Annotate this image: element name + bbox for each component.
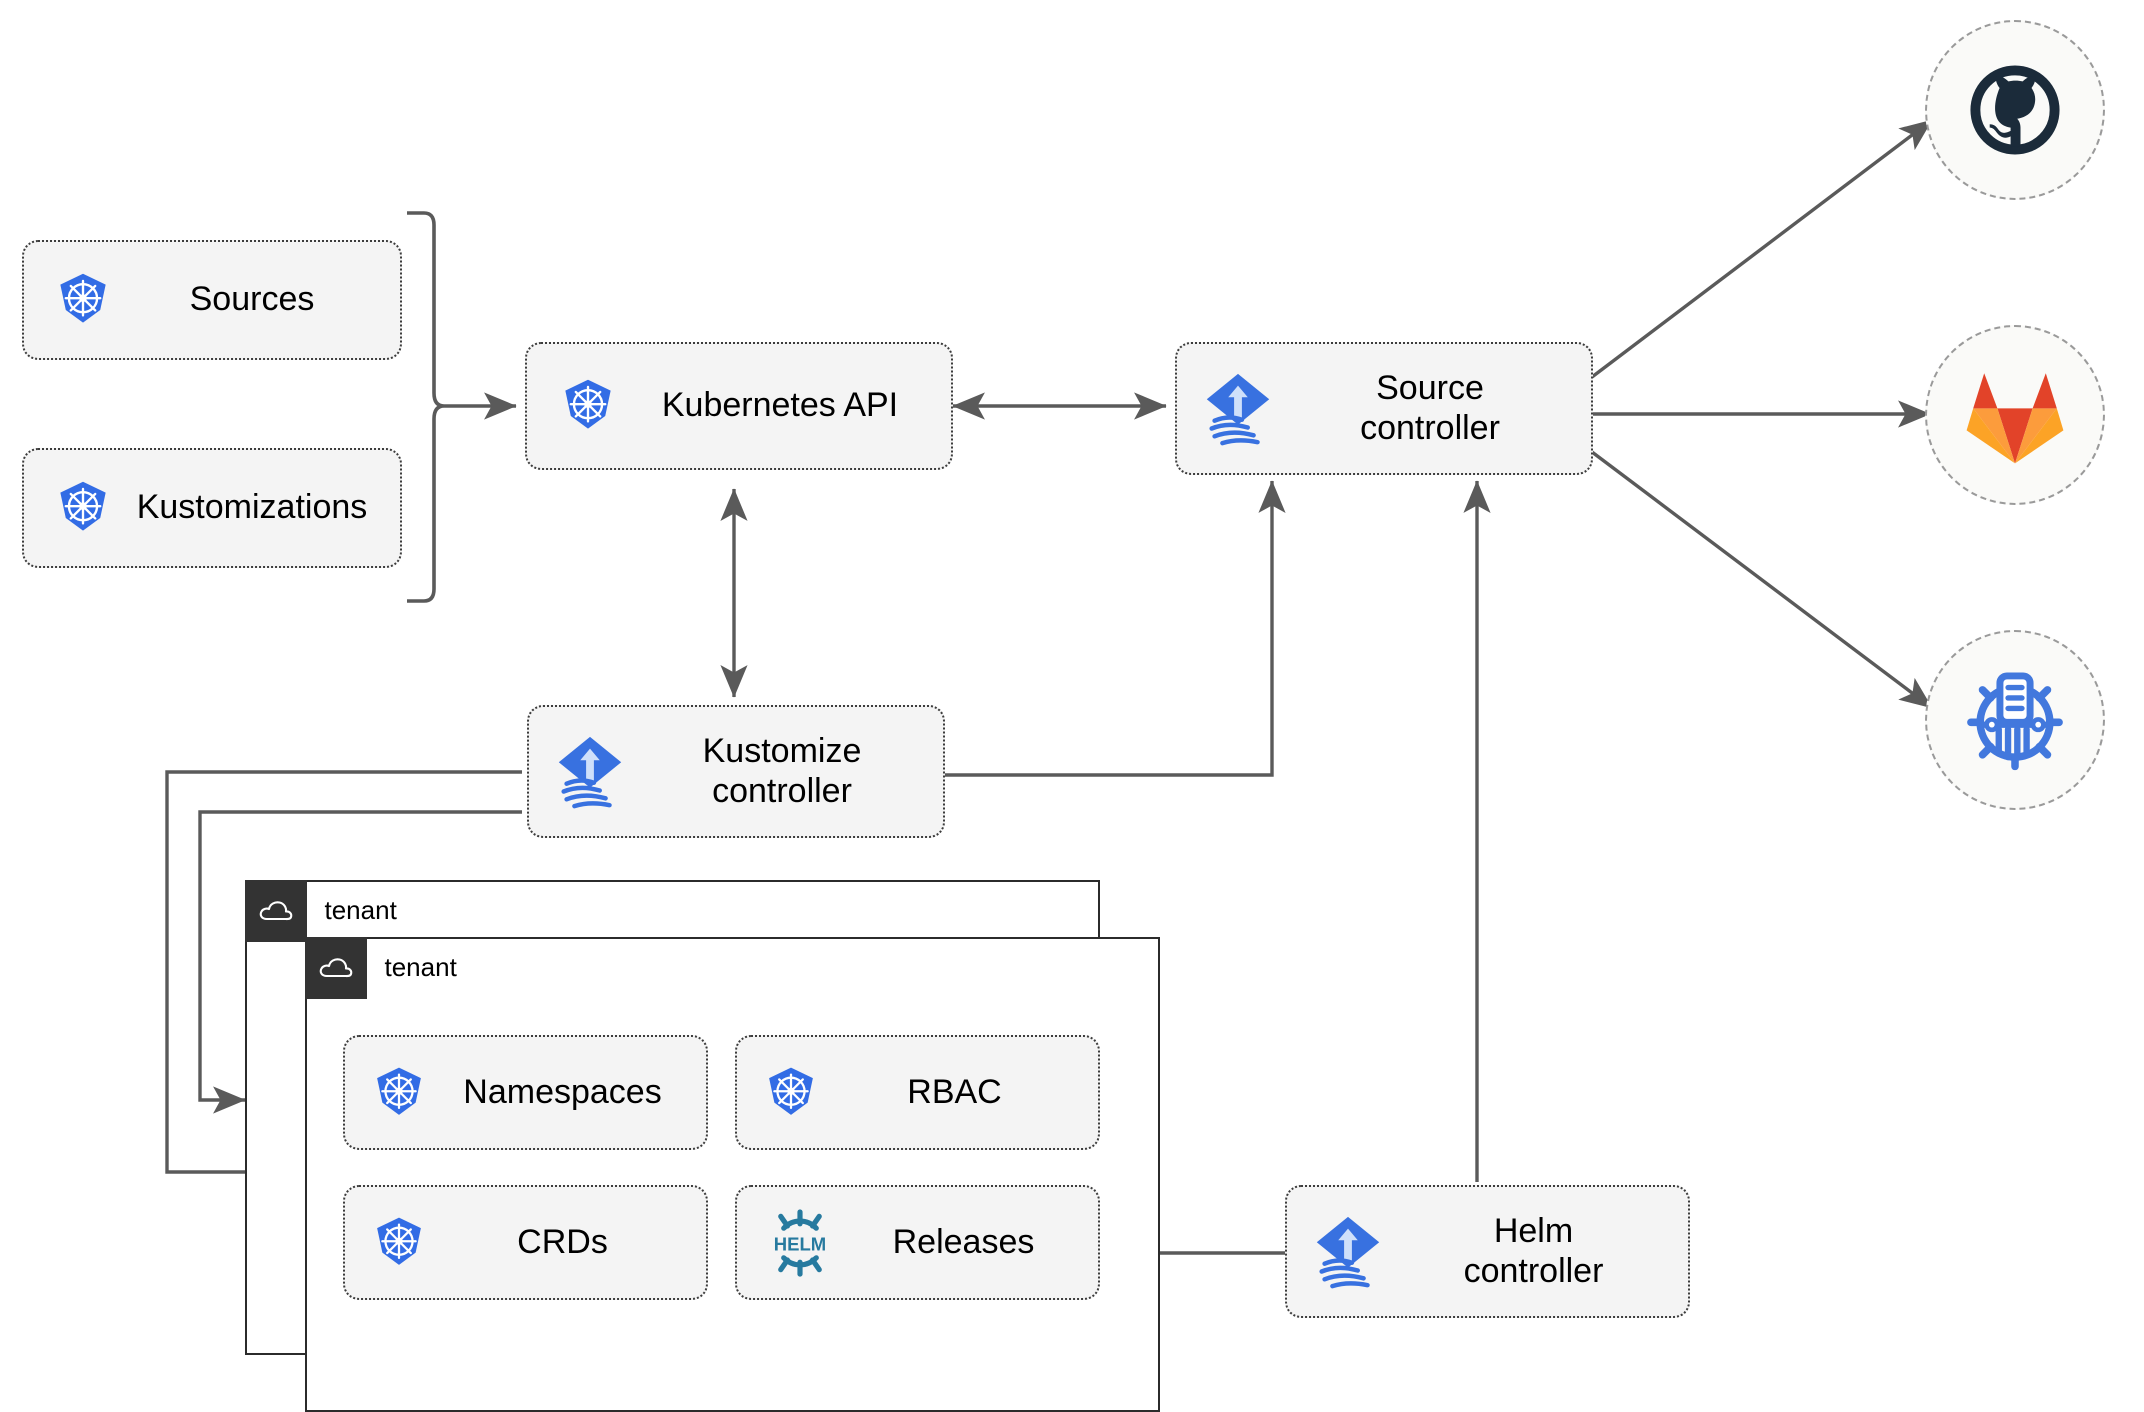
node-label: Source controller xyxy=(1360,369,1500,447)
gitlab-icon xyxy=(1966,373,2064,464)
kubernetes-icon xyxy=(371,1215,427,1271)
cloud-icon xyxy=(244,879,307,942)
node-kustomize-controller[interactable]: Kustomize controller xyxy=(527,705,945,838)
provider-github[interactable] xyxy=(1925,20,2105,200)
tenant-tabbar: tenant xyxy=(304,936,457,999)
tenant-label: tenant xyxy=(324,895,397,925)
kubernetes-icon xyxy=(54,479,112,537)
node-helm-controller[interactable]: Helm controller xyxy=(1285,1185,1690,1318)
edge-sources-bracket xyxy=(407,211,445,603)
kubernetes-icon xyxy=(763,1065,819,1121)
kubernetes-icon xyxy=(371,1065,427,1121)
edge-source-controller-to-helm-repo xyxy=(1590,450,1934,710)
node-namespaces[interactable]: Namespaces xyxy=(343,1035,708,1150)
node-kustomizations[interactable]: Kustomizations xyxy=(22,448,402,568)
kubernetes-icon xyxy=(559,377,617,435)
provider-helm-repository[interactable] xyxy=(1925,630,2105,810)
node-source-controller[interactable]: Source controller xyxy=(1175,342,1593,475)
flux-icon xyxy=(1309,1213,1387,1291)
node-label: Helm controller xyxy=(1463,1212,1604,1290)
node-label: Kubernetes API xyxy=(661,386,899,425)
node-label: Kustomize controller xyxy=(702,732,862,810)
node-label: Kustomizations xyxy=(136,488,368,527)
helm-icon: HELM xyxy=(763,1206,837,1280)
node-label: Namespaces xyxy=(463,1072,662,1111)
tenant-container-2: tenant xyxy=(304,936,1160,1412)
tenant-label: tenant xyxy=(384,952,457,982)
flux-icon xyxy=(551,733,629,811)
cloud-icon xyxy=(304,936,367,999)
helm-repository-icon xyxy=(1967,672,2063,771)
node-label: RBAC xyxy=(907,1072,1002,1111)
node-crds[interactable]: CRDs xyxy=(343,1185,708,1300)
node-rbac[interactable]: RBAC xyxy=(735,1035,1100,1150)
node-label: Sources xyxy=(189,280,315,319)
edge-source-controller-to-github xyxy=(1590,118,1934,379)
flux-icon xyxy=(1199,370,1277,448)
node-sources[interactable]: Sources xyxy=(22,240,402,360)
kubernetes-icon xyxy=(54,271,112,329)
tenant-tabbar: tenant xyxy=(244,879,397,942)
edge-kustomize-to-source-controller xyxy=(945,480,1286,777)
provider-gitlab[interactable] xyxy=(1925,325,2105,505)
svg-text:HELM: HELM xyxy=(774,1233,826,1254)
github-icon xyxy=(1970,65,2060,155)
node-releases[interactable]: HELM Releases xyxy=(735,1185,1100,1300)
node-label: Releases xyxy=(892,1222,1035,1261)
node-kubernetes-api[interactable]: Kubernetes API xyxy=(525,342,953,470)
node-label: CRDs xyxy=(517,1222,608,1261)
